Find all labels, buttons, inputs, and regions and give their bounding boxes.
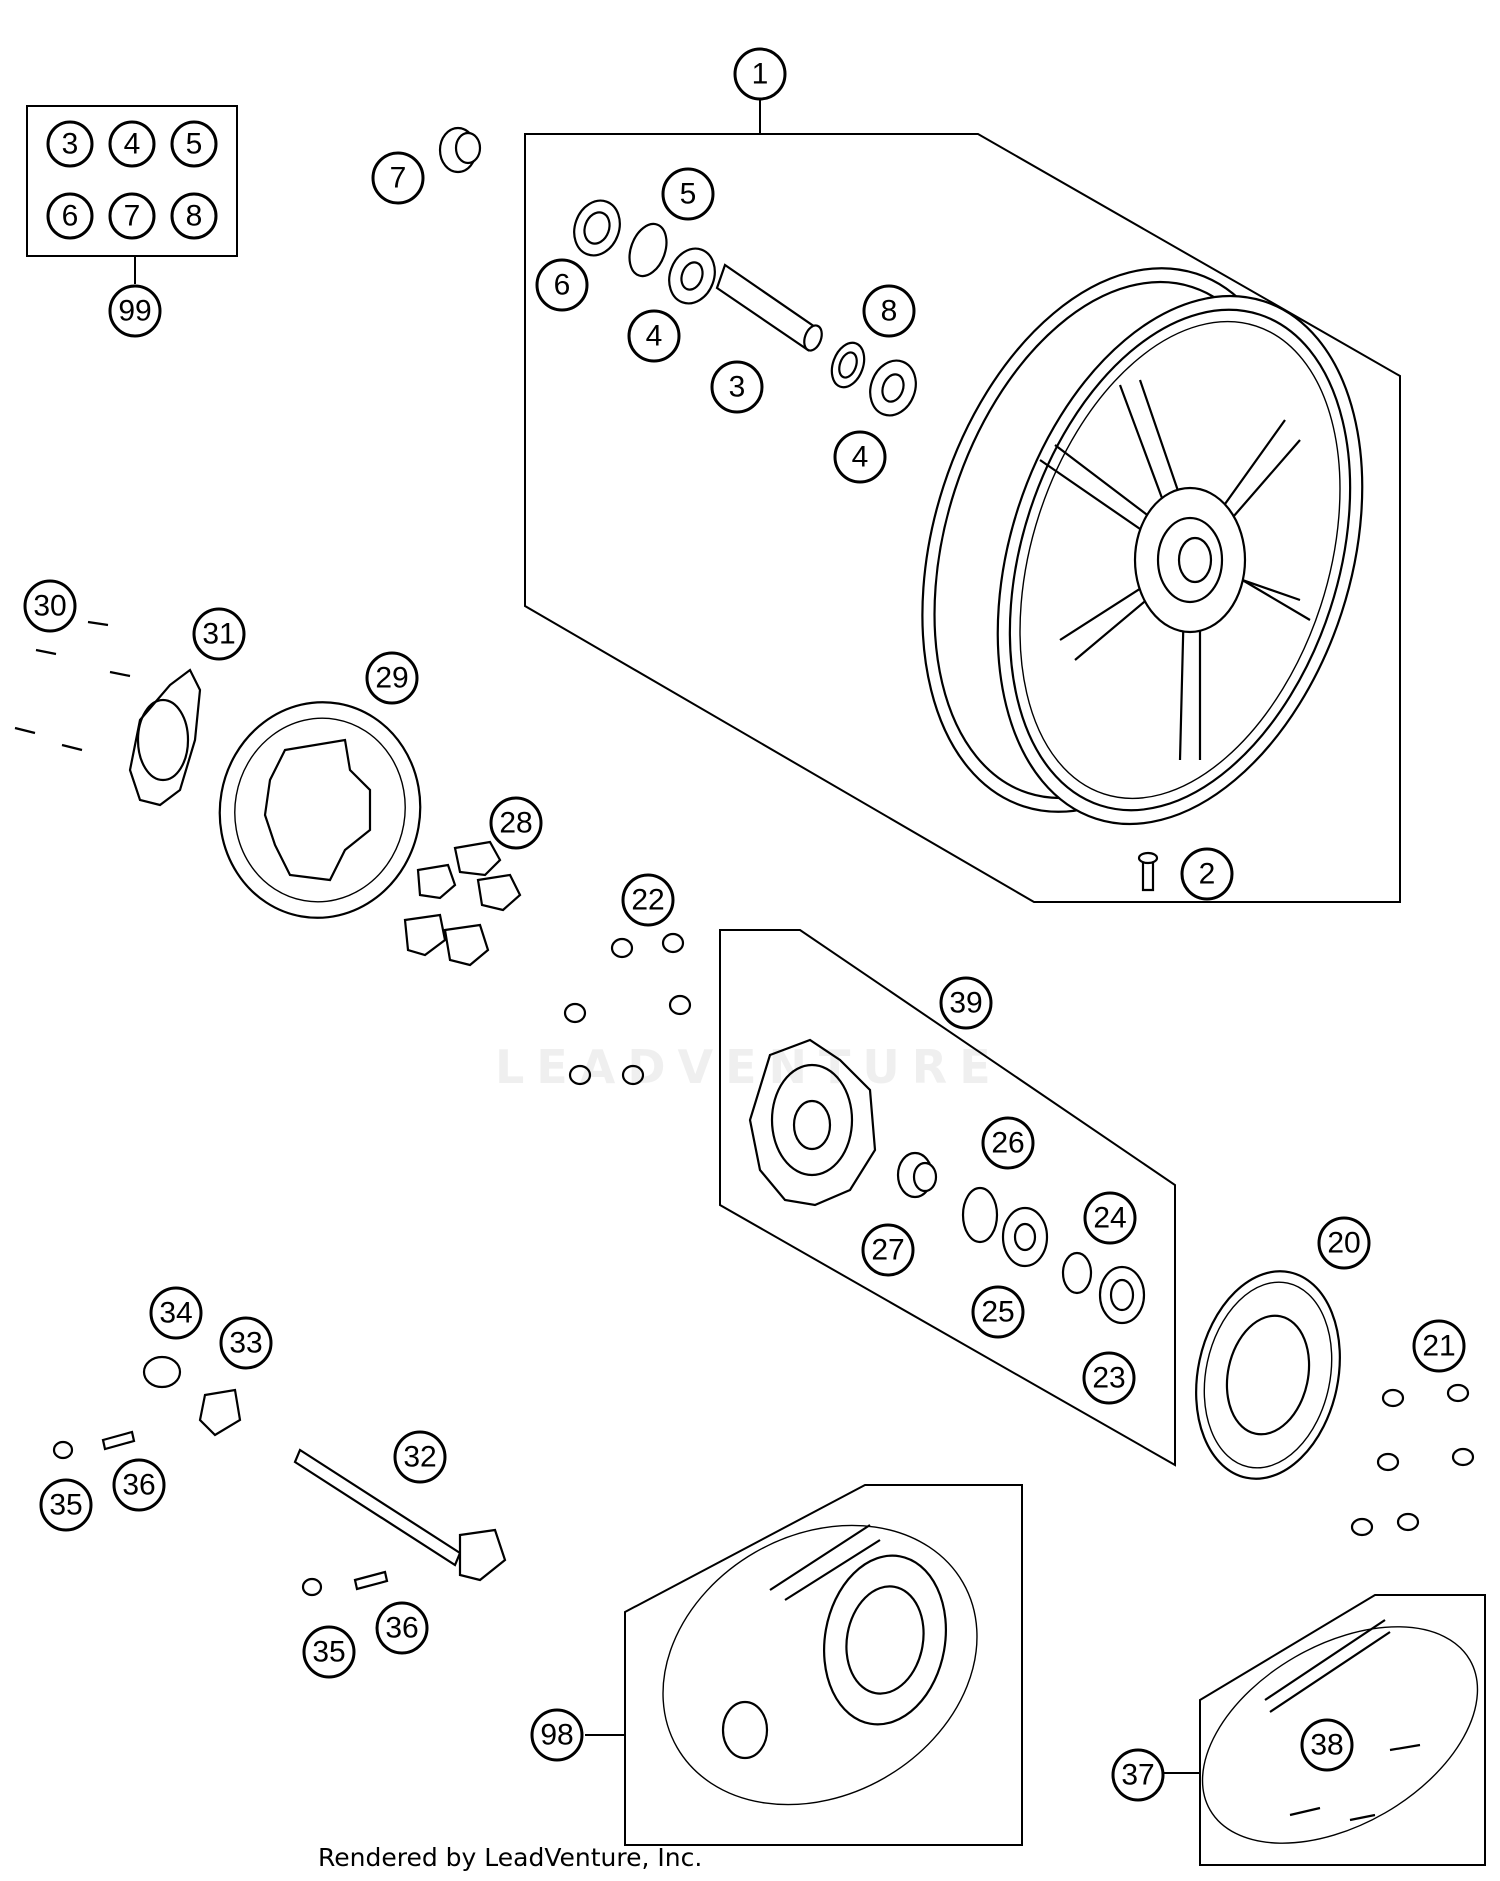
callout-23: 23 [1082,1351,1136,1405]
callout-label: 3 [62,128,79,161]
watermark: LEADVENTURE [495,1040,1003,1094]
callout-31: 31 [192,607,246,661]
callout-label: 7 [124,200,141,233]
callout-6: 6 [535,258,589,312]
sprocket-bolts [1350,1383,1475,1537]
callout-label: 6 [554,269,571,302]
callout-21: 21 [1412,1319,1466,1373]
callout-label: 20 [1327,1227,1360,1260]
callout-label: 1 [752,58,769,91]
callout-label: 2 [1199,858,1216,891]
callout-label: 22 [631,884,664,917]
callout-34: 34 [149,1286,203,1340]
callout-label: 4 [124,128,141,161]
callout-24: 24 [1083,1191,1137,1245]
callout-36a: 36 [112,1458,166,1512]
callout-label: 99 [118,295,151,328]
callout-39: 39 [939,976,993,1030]
callout-1: 1 [733,47,787,101]
callout-label: 6 [62,200,79,233]
brake-disc [218,701,422,919]
rear-wheel-rim [921,267,1364,826]
callout-label: 32 [403,1441,436,1474]
callout-4b: 4 [833,430,887,484]
callout-label: 21 [1422,1330,1455,1363]
callout-20: 20 [1317,1216,1371,1270]
callout-38: 38 [1300,1718,1354,1772]
callout-7: 7 [371,151,425,205]
callout-label: 34 [159,1297,192,1330]
callout-label: 24 [1093,1202,1126,1235]
callout-label: 36 [385,1612,418,1645]
callout-32: 32 [393,1430,447,1484]
chain-kit-box-98 [585,1484,1023,1846]
callout-label: 5 [680,178,697,211]
kit-callout-3: 3 [46,120,94,168]
callout-label: 35 [312,1636,345,1669]
callout-30: 30 [23,579,77,633]
callout-28: 28 [489,796,543,850]
callout-29: 29 [365,651,419,705]
wheel-assembly-box [524,98,1401,903]
callout-label: 39 [949,987,982,1020]
callout-3: 3 [710,360,764,414]
callout-label: 23 [1092,1362,1125,1395]
callout-label: 33 [229,1327,262,1360]
kit-callout-8: 8 [170,192,218,240]
callout-27: 27 [861,1223,915,1277]
kit-callout-6: 6 [46,192,94,240]
callout-36b: 36 [375,1601,429,1655]
callout-label: 7 [390,162,407,195]
callout-label: 25 [981,1296,1014,1329]
callout-label: 36 [122,1469,155,1502]
callout-label: 28 [499,807,532,840]
callout-label: 8 [881,295,898,328]
axle-nut-adjuster-group [52,1355,507,1597]
callout-35b: 35 [302,1625,356,1679]
callout-label: 29 [375,662,408,695]
callout-label: 3 [729,371,746,404]
callout-label: 30 [33,590,66,623]
callout-label: 4 [646,320,663,353]
callout-label: 8 [186,200,203,233]
callout-label: 26 [991,1127,1024,1160]
callout-4a: 4 [627,309,681,363]
callout-label: 31 [202,618,235,651]
callout-35a: 35 [39,1478,93,1532]
callout-26: 26 [981,1116,1035,1170]
callout-99: 99 [108,284,162,338]
rear-sprocket [1195,1270,1341,1480]
callout-label: 38 [1310,1729,1343,1762]
callout-37: 37 [1111,1748,1165,1802]
callout-5: 5 [661,167,715,221]
rubber-dampers [403,840,522,967]
callout-22: 22 [621,873,675,927]
chain-box-37 [1162,1594,1486,1866]
wheel-hub-parts [438,126,1159,892]
sprocket-carrier-box [719,929,1176,1467]
kit-callout-5: 5 [170,120,218,168]
callout-2: 2 [1180,847,1234,901]
kit-callout-4: 4 [108,120,156,168]
nuts [563,932,692,1086]
callout-98: 98 [530,1708,584,1762]
callout-label: 27 [871,1234,904,1267]
kit-callout-7: 7 [108,192,156,240]
callout-25: 25 [971,1285,1025,1339]
callout-label: 35 [49,1489,82,1522]
footer-credit: Rendered by LeadVenture, Inc. [318,1843,703,1872]
callout-label: 5 [186,128,203,161]
callout-label: 98 [540,1719,573,1752]
kit-box-99 [26,105,238,284]
callout-label: 37 [1121,1759,1154,1792]
callout-8: 8 [862,284,916,338]
callout-33: 33 [219,1316,273,1370]
disc-adapter-and-bolts [14,620,202,807]
callout-label: 4 [852,441,869,474]
